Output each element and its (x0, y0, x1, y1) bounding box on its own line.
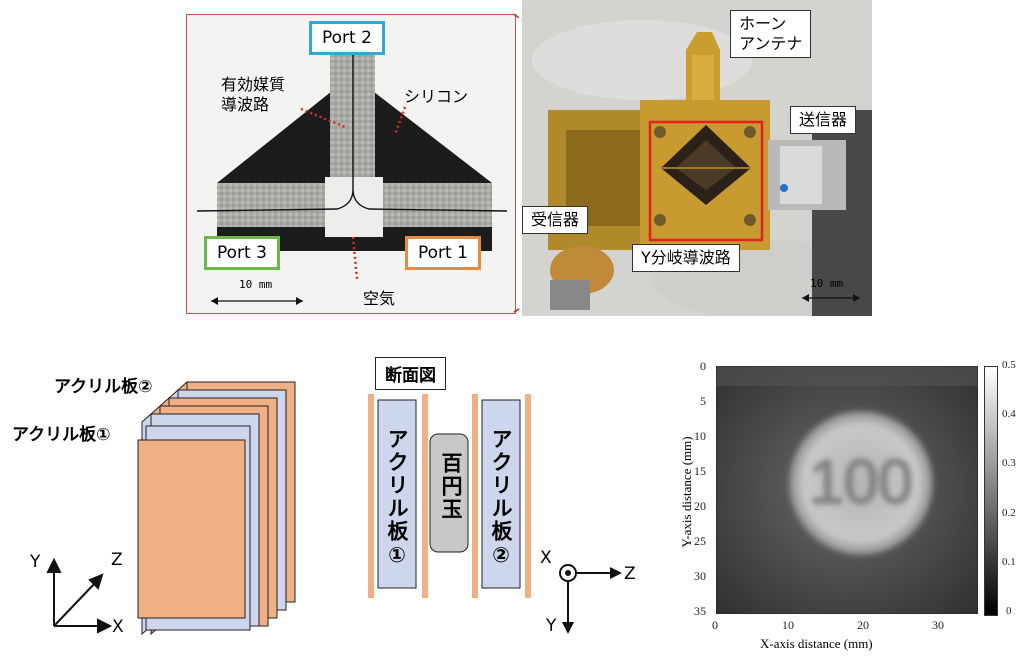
cross-section-title: 断面図 (375, 357, 446, 390)
colorbar (984, 366, 998, 616)
heatmap-image: 100 (716, 366, 978, 614)
waveguide-photo (196, 45, 508, 305)
ytick-15: 15 (694, 464, 706, 478)
cbtick-0.3: 0.3 (1002, 457, 1016, 469)
port1-label: Port 1 (405, 236, 481, 271)
plate-stack-diagram (46, 380, 296, 636)
coin-image-text: 100 (809, 448, 912, 517)
heatmap-xlabel: X-axis distance (mm) (760, 636, 873, 651)
receiver-label: 受信器 (522, 206, 589, 234)
xtick-10: 10 (782, 618, 794, 632)
cbtick-0: 0 (1006, 605, 1012, 617)
section-plate1-label: アクリル板① (385, 428, 409, 569)
coin-label: 百円玉 (439, 452, 463, 521)
xtick-30: 30 (932, 618, 944, 632)
xtick-20: 20 (857, 618, 869, 632)
plate2-label: アクリル板② (54, 377, 153, 397)
axis-z-label: Z (111, 550, 123, 570)
port3-label: Port 3 (204, 236, 280, 271)
axes-2d (559, 564, 622, 634)
axis-x-label: X (112, 617, 124, 637)
xtick-0: 0 (712, 618, 718, 632)
port2-label: Port 2 (309, 21, 385, 56)
cbtick-0.1: 0.1 (1002, 556, 1016, 568)
axes-3d (46, 557, 113, 634)
ytick-30: 30 (694, 569, 706, 583)
y-branch-label: Y分岐導波路 (632, 244, 740, 272)
effective-medium-label: 有効媒質 導波路 (221, 75, 286, 114)
ytick-35: 35 (694, 604, 706, 618)
axis-y-label: Y (30, 552, 41, 572)
waveguide-photo-panel: Port 2 Port 3 Port 1 有効媒質 導波路 シリコン 空気 10… (186, 14, 516, 314)
apparatus-photo (522, 0, 872, 316)
cross-section-diagram (368, 394, 531, 598)
transmitter-label: 送信器 (790, 106, 857, 134)
heatmap-ylabel: Y-axis distance (mm) (679, 436, 694, 548)
section-axis-x-label: X (540, 548, 552, 568)
apparatus-photo-panel: ホーン アンテナ 送信器 受信器 Y分岐導波路 10 mm (522, 0, 872, 316)
ytick-20: 20 (694, 499, 706, 513)
plate-front (137, 439, 246, 619)
cbtick-0.4: 0.4 (1002, 408, 1016, 420)
horn-antenna-label: ホーン アンテナ (730, 10, 812, 58)
ytick-0: 0 (700, 359, 706, 373)
scale-label-right: 10 mm (810, 277, 844, 290)
air-label: 空気 (363, 289, 396, 308)
silicon-label: シリコン (404, 87, 469, 106)
section-axis-z-label: Z (624, 564, 636, 584)
cbtick-0.5: 0.5 (1002, 359, 1016, 371)
ytick-25: 25 (694, 534, 706, 548)
section-plate2-label: アクリル板② (489, 428, 513, 569)
ytick-5: 5 (700, 394, 706, 408)
ytick-10: 10 (694, 429, 706, 443)
section-axis-y-label: Y (546, 616, 557, 636)
plate-stack (137, 380, 296, 636)
plate1-label: アクリル板① (12, 425, 111, 445)
scale-label-left: 10 mm (239, 278, 273, 291)
cbtick-0.2: 0.2 (1002, 507, 1016, 519)
